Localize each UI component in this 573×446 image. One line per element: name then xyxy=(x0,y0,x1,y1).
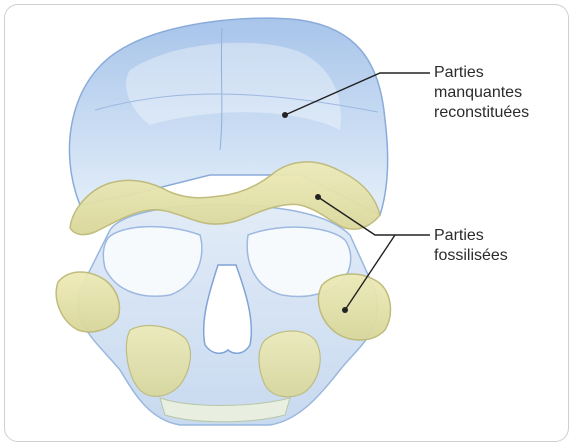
leader-dot-fossil-brow xyxy=(315,194,321,200)
label-missing-line-3: reconstituées xyxy=(434,103,529,123)
label-fossil-line-1: Parties xyxy=(434,226,508,246)
label-missing-line-1: Parties xyxy=(434,63,529,83)
label-fossil-parts: Parties fossilisées xyxy=(434,226,508,266)
leader-dot-fossil-cheek xyxy=(342,307,348,313)
label-fossil-line-2: fossilisées xyxy=(434,246,508,266)
leader-dot-missing xyxy=(282,112,288,118)
label-missing-line-2: manquantes xyxy=(434,83,529,103)
label-missing-parts: Parties manquantes reconstituées xyxy=(434,63,529,123)
fossil-maxilla-right xyxy=(259,331,320,397)
